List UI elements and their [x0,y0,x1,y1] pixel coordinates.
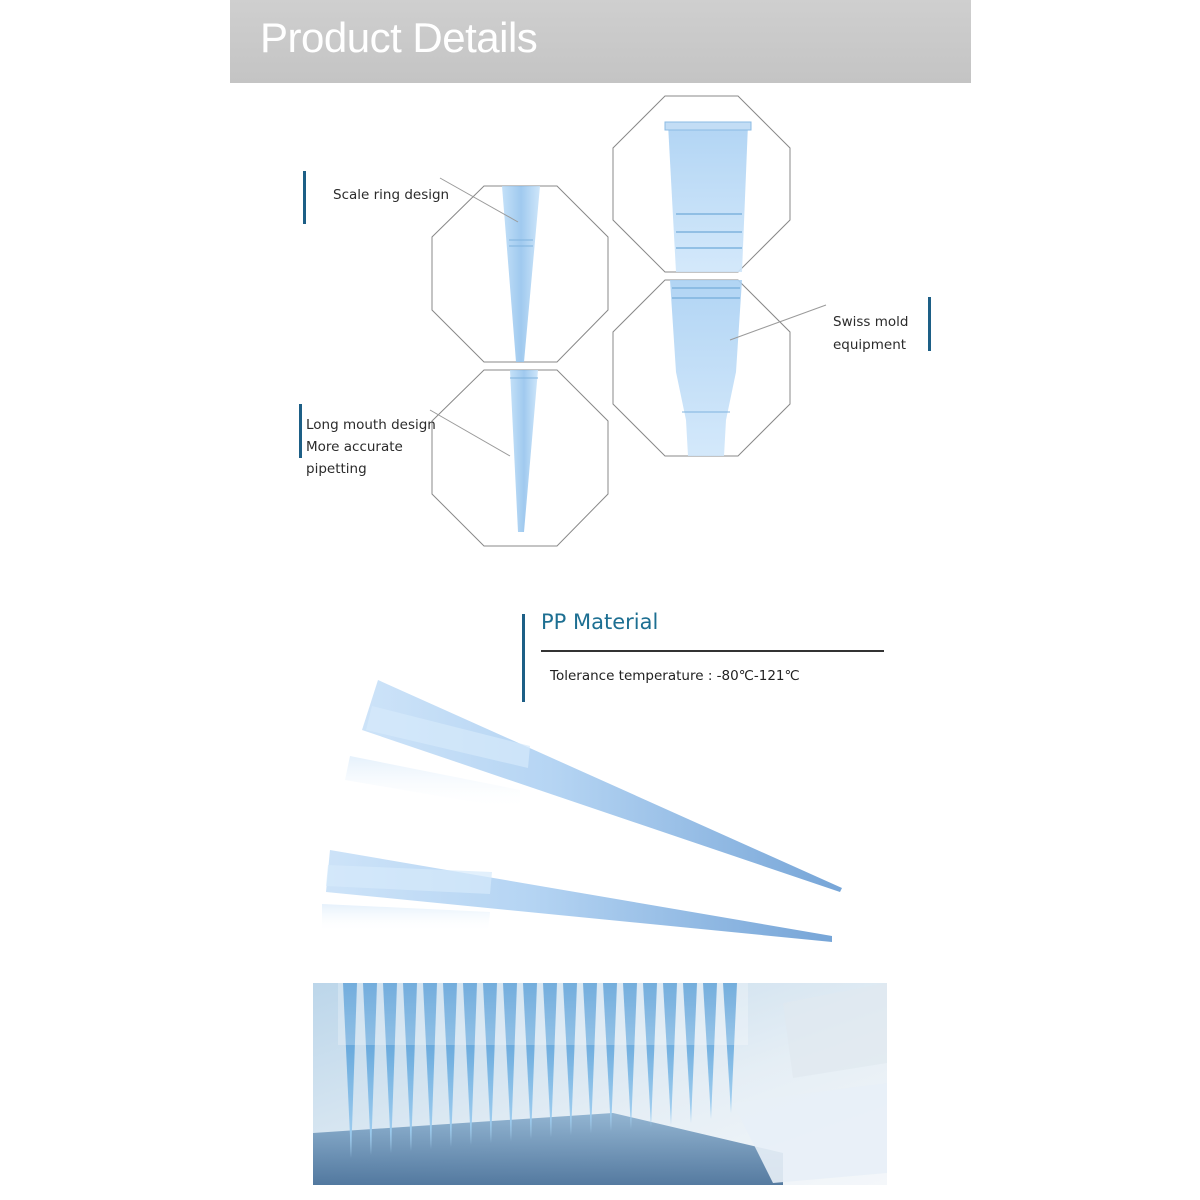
scale-ring-accent-bar [303,171,306,224]
scale-ring-label: Scale ring design [333,187,450,203]
octagon-long-mouth-view [431,369,609,547]
leader-long-mouth [429,409,511,457]
octagon-scale-ring-view [431,185,609,363]
lab-photo-tips-over-plate [313,983,887,1185]
product-detail-illustration [429,95,827,547]
page-title: Product Details [260,14,538,61]
pp-material-title: PP Material [541,610,659,634]
leader-scale-ring [439,177,519,223]
leader-swiss-mold [729,304,827,341]
swiss-mold-label-line2: equipment [833,337,907,353]
swiss-mold-accent-bar [928,297,931,351]
pp-material-accent-bar [522,614,525,702]
long-mouth-label-line2: More accurate [306,439,403,455]
long-mouth-label-line1: Long mouth design [306,417,436,433]
swiss-mold-label-line1: Swiss mold [833,314,909,330]
long-mouth-accent-bar [299,404,302,458]
pipette-tips-illustration [322,680,842,942]
octagon-tip-top-view [612,95,791,273]
tolerance-temperature-text: Tolerance temperature : -80℃-121℃ [550,668,800,684]
header-banner [230,0,971,83]
pp-material-divider [541,650,884,652]
octagon-swiss-mold-view [612,279,791,457]
long-mouth-label-line3: pipetting [306,461,367,477]
